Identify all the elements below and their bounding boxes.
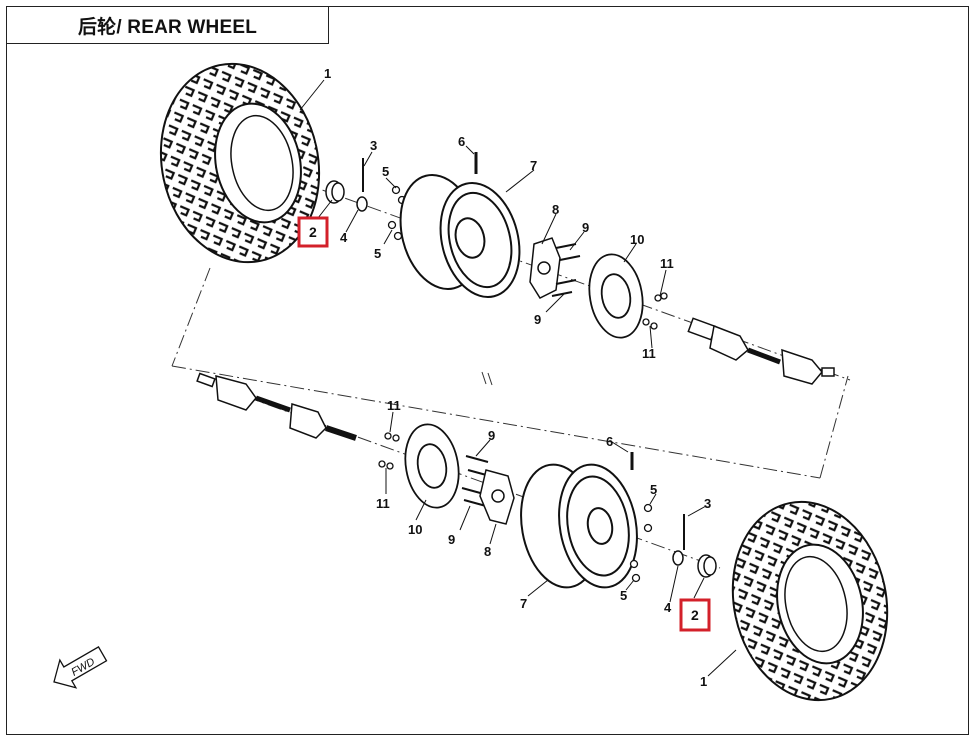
callout-label-upper: 2 [309,224,317,240]
label-part-4-upper: 4 [340,230,348,245]
label-part-8-lower: 8 [484,544,491,559]
label-part-11-lower-a: 11 [387,398,401,413]
label-part-8-upper: 8 [552,202,559,217]
title-box: 后轮/ REAR WHEEL [6,6,329,44]
label-part-9-upper-a: 9 [582,220,589,235]
brake-disc-upper [588,253,644,339]
callout-part-2-lower: 2 [679,577,711,632]
label-part-4-lower: 4 [664,600,672,615]
wheel-rim-upper [399,173,521,299]
callout-box-upper [297,216,329,248]
label-part-11-upper-a: 11 [660,256,674,271]
rear-tire-upper [159,62,321,264]
label-part-10-upper: 10 [630,232,644,247]
drawing-frame [6,6,969,735]
wheel-rim-lower [520,463,638,589]
callout-part-2-upper: 2 [297,199,333,248]
hub-nut-upper [325,180,345,204]
label-part-11-lower-b: 11 [376,496,390,511]
drive-shaft-upper [687,317,835,385]
label-part-5-upper-b: 5 [374,246,381,261]
disc-bolts-lower [378,432,400,470]
break-marks [481,371,493,386]
label-part-9-lower-a: 9 [488,428,495,443]
drive-shaft-lower [196,372,357,441]
label-part-5-upper-a: 5 [382,164,389,179]
wheel-hub-upper [529,237,561,299]
brake-disc-lower [404,423,460,509]
label-part-1-upper: 1 [324,66,331,81]
label-part-9-upper-b: 9 [534,312,541,327]
fwd-label: FWD [69,656,97,679]
hub-bolts-upper [551,243,581,297]
fwd-arrow-icon: FWD [53,646,108,689]
lug-nuts-lower [629,503,653,583]
label-part-5-lower-a: 5 [650,482,657,497]
hub-nut-lower [697,554,717,578]
label-part-10-lower: 10 [408,522,422,537]
label-part-7-upper: 7 [530,158,537,173]
page-title: 后轮/ REAR WHEEL [77,16,258,38]
wheel-hub-lower [479,469,515,525]
washer-lower [672,550,684,566]
label-part-11-upper-b: 11 [642,346,656,361]
lug-nuts-upper [387,185,407,241]
label-part-1-lower: 1 [700,674,707,689]
callout-box-lower [679,598,711,632]
rear-tire-lower [731,500,889,702]
label-part-9-lower-b: 9 [448,532,455,547]
disc-bolts-upper [642,292,668,330]
label-part-3-lower: 3 [704,496,711,511]
label-part-6-upper: 6 [458,134,465,149]
callout-label-lower: 2 [691,607,699,623]
leader-lines [299,79,737,677]
label-part-7-lower: 7 [520,596,527,611]
washer-upper [356,196,368,212]
label-part-6-lower: 6 [606,434,613,449]
label-part-5-lower-b: 5 [620,588,627,603]
label-part-3-upper: 3 [370,138,377,153]
